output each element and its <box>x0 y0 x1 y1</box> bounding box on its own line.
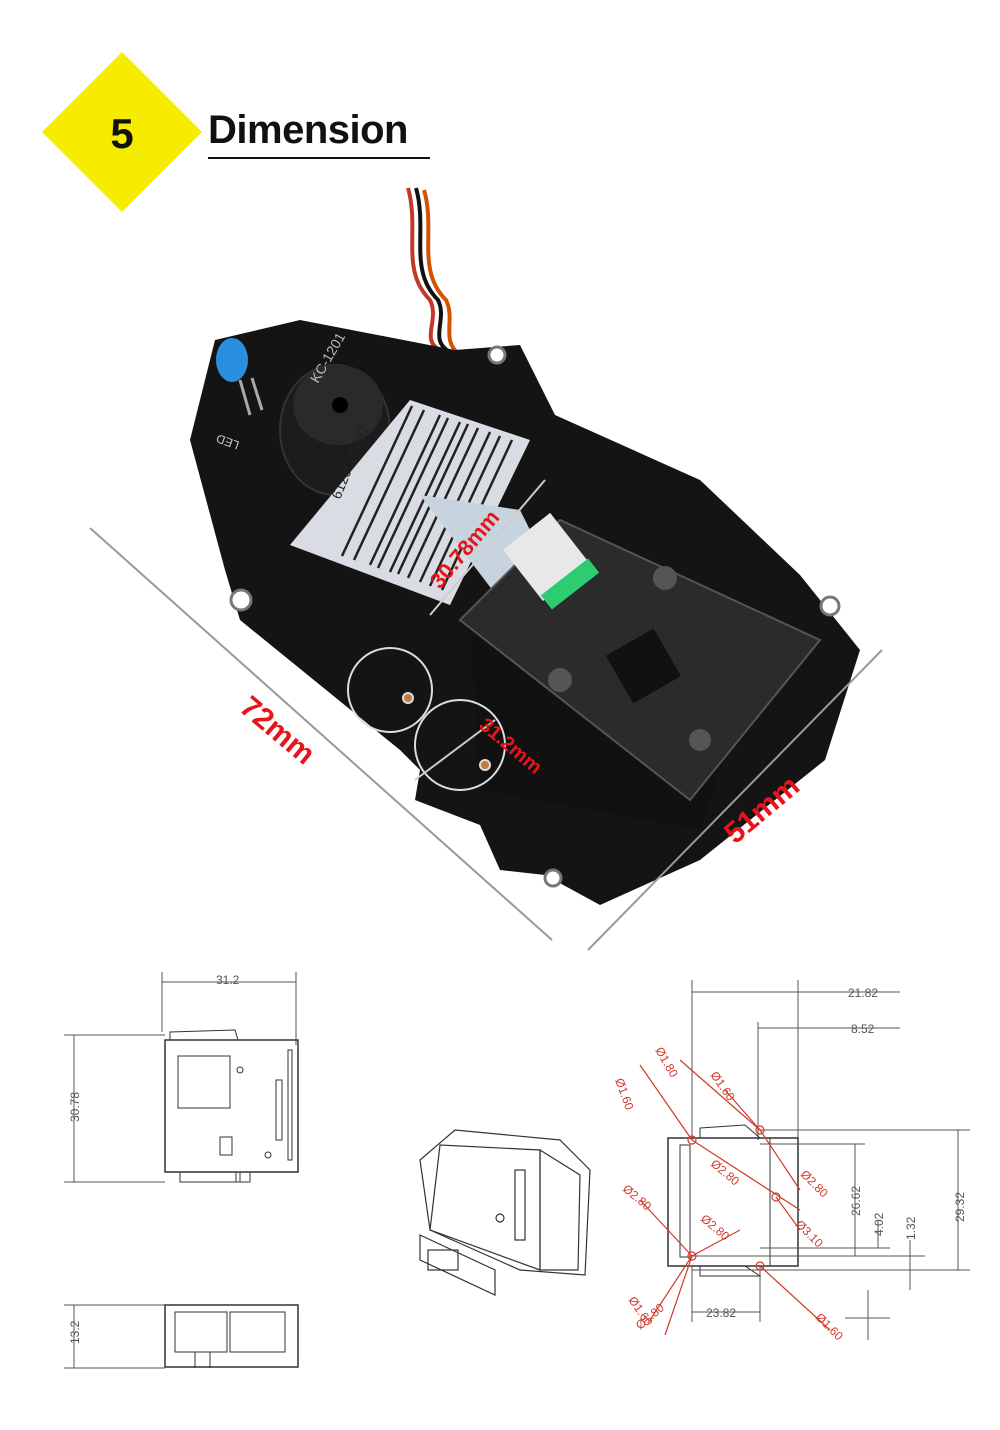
hole-label-5: Ø2.80 <box>798 1167 831 1200</box>
side-height-label: 13.2 <box>68 1320 82 1344</box>
dim-line-label <box>429 479 546 616</box>
hole-label-8: Ø2.80 <box>698 1212 732 1244</box>
board-circles <box>347 647 506 791</box>
dim-line-width <box>587 649 883 951</box>
top-dim-29-32: 29.32 <box>953 1192 967 1222</box>
hole-label-6: Ø2.80 <box>620 1182 654 1214</box>
top-dim-4-02: 4.02 <box>872 1212 886 1236</box>
wires <box>406 187 462 357</box>
hole-label-3: Ø1.60 <box>708 1069 738 1104</box>
hole-label-2: Ø1.80 <box>652 1045 681 1081</box>
drawing-top-view: Ø1.60 Ø1.80 Ø1.60 Ø2.80 Ø2.80 Ø2.80 Ø3.1… <box>612 980 970 1343</box>
led-component: LED <box>214 338 264 452</box>
hole-leaders <box>639 1059 831 1336</box>
hole-label-1: Ø1.60 <box>612 1076 636 1112</box>
step-badge-diamond <box>42 52 202 212</box>
top-dim-21-82: 21.82 <box>848 986 878 1000</box>
module-photo: LED KC-1201 6120001697 <box>89 187 883 951</box>
top-dim-26-62: 26.62 <box>849 1186 863 1216</box>
front-height-label: 30.78 <box>68 1092 82 1122</box>
top-dim-23-82: 23.82 <box>706 1306 736 1320</box>
drawing-iso-view <box>419 1129 591 1296</box>
step-number: 5 <box>110 110 134 157</box>
dimension-lines <box>89 479 883 951</box>
dim-label-length: 72mm <box>234 690 322 771</box>
top-dim-1-32: 1.32 <box>904 1216 918 1240</box>
front-width-label: 31.2 <box>216 973 240 987</box>
dim-line-length <box>89 527 553 941</box>
drawing-side-view: 13.2 <box>64 1304 299 1369</box>
title-underline <box>208 157 430 159</box>
sensor-module <box>458 512 822 830</box>
page-title: Dimension <box>208 108 408 152</box>
dim-line-circle <box>414 719 496 781</box>
hole-label-11: Ø1.60 <box>813 1310 846 1343</box>
top-dim-8-52: 8.52 <box>851 1022 875 1036</box>
drawing-front-view: 31.2 30.78 <box>64 972 299 1183</box>
